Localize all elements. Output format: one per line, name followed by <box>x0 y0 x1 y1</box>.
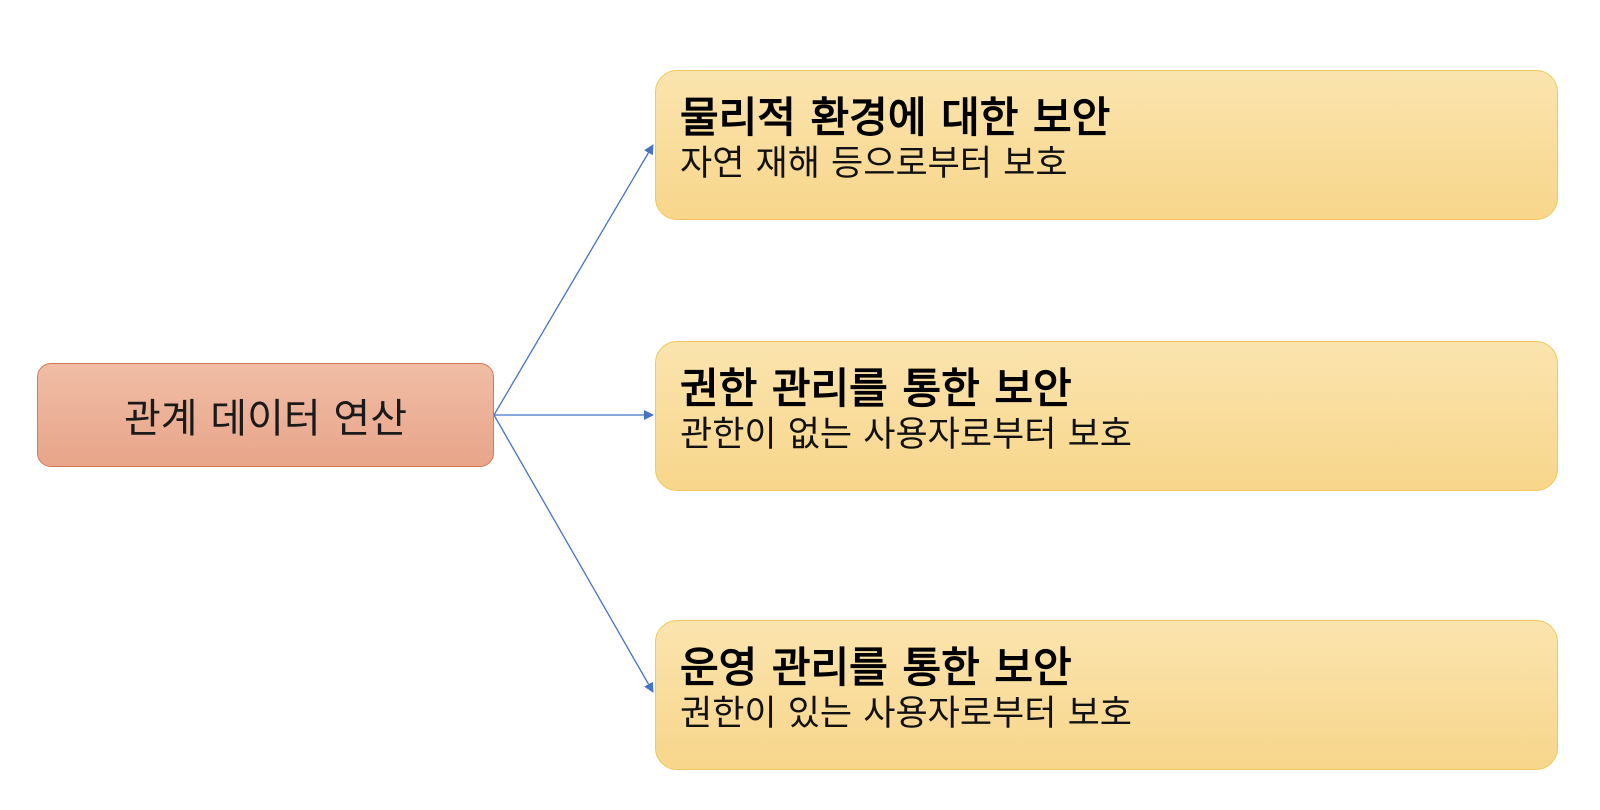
connector-arrow-1 <box>493 144 654 416</box>
branch-description: 관한이 없는 사용자로부터 보호 <box>680 415 1132 455</box>
root-node: 관계 데이터 연산 <box>37 363 494 467</box>
branch-title: 물리적 환경에 대한 보안 <box>680 93 1111 142</box>
connector-arrow-3 <box>493 414 654 693</box>
branch-description: 자연 재해 등으로부터 보호 <box>680 144 1068 184</box>
branch-title: 권한 관리를 통한 보안 <box>680 364 1072 413</box>
branch-title: 운영 관리를 통한 보안 <box>680 643 1072 692</box>
branch-node-physical: 물리적 환경에 대한 보안 자연 재해 등으로부터 보호 <box>655 70 1558 220</box>
branch-node-permission: 권한 관리를 통한 보안 관한이 없는 사용자로부터 보호 <box>655 341 1558 491</box>
branch-node-operation: 운영 관리를 통한 보안 권한이 있는 사용자로부터 보호 <box>655 620 1558 770</box>
branch-description: 권한이 있는 사용자로부터 보호 <box>680 694 1132 734</box>
root-node-label: 관계 데이터 연산 <box>123 396 408 442</box>
